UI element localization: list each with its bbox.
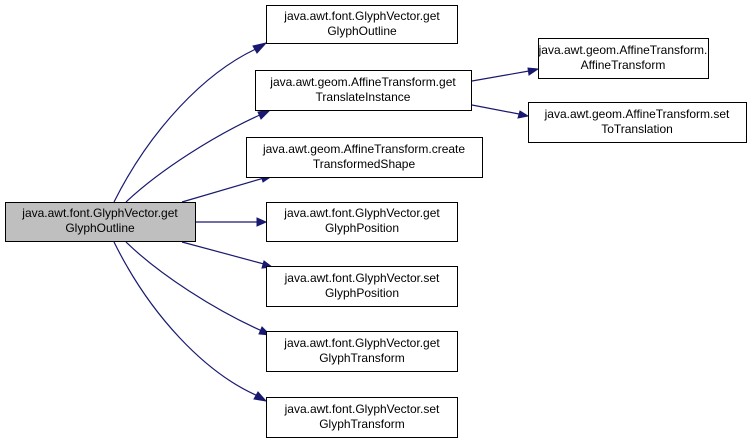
node-get-glyph-outline[interactable]: java.awt.font.GlyphVector.get GlyphOutli…: [266, 5, 458, 44]
node-label-line2: GlyphPosition: [325, 286, 399, 300]
node-label-line2: AffineTransform: [581, 58, 666, 72]
edge-root-to-get-glyph-outline: [113, 42, 268, 203]
node-label-line1: java.awt.font.GlyphVector.set: [284, 271, 440, 285]
node-get-translate-instance[interactable]: java.awt.geom.AffineTransform.get Transl…: [255, 70, 472, 111]
node-label-line1: java.awt.geom.AffineTransform.: [538, 43, 708, 57]
node-label-line1: java.awt.font.GlyphVector.get: [283, 9, 440, 23]
node-label-line2: TranslateInstance: [316, 90, 411, 104]
node-label-line1: java.awt.font.GlyphVector.get: [21, 206, 178, 220]
node-label-line2: GlyphOutline: [65, 221, 135, 235]
node-label-line2: TransformedShape: [313, 157, 416, 171]
edge-translate-instance-to-affine-transform: [471, 67, 540, 82]
node-label-line1: java.awt.geom.AffineTransform.create: [262, 142, 465, 156]
node-label-line1: java.awt.font.GlyphVector.get: [283, 336, 440, 350]
edge-root-to-get-glyph-transform: [125, 241, 272, 336]
node-root-get-glyph-outline[interactable]: java.awt.font.GlyphVector.get GlyphOutli…: [5, 202, 196, 242]
node-label-line1: java.awt.font.GlyphVector.get: [283, 206, 440, 220]
node-set-to-translation[interactable]: java.awt.geom.AffineTransform.set ToTran…: [528, 102, 747, 143]
edge-translate-instance-to-set-to-translation: [471, 104, 530, 119]
node-label-line1: java.awt.font.GlyphVector.set: [284, 402, 440, 416]
node-label-line2: GlyphPosition: [325, 221, 399, 235]
edge-root-to-get-glyph-position: [195, 217, 268, 227]
node-label-line2: GlyphTransform: [319, 351, 405, 365]
edge-root-to-set-glyph-transform: [113, 241, 268, 402]
node-label-line1: java.awt.geom.AffineTransform.get: [269, 75, 456, 89]
node-label-line1: java.awt.geom.AffineTransform.set: [544, 107, 730, 121]
node-label-line2: GlyphTransform: [319, 417, 405, 431]
node-label-line2: GlyphOutline: [327, 24, 397, 38]
node-label-line2: ToTranslation: [601, 122, 673, 136]
node-create-transformed-shape[interactable]: java.awt.geom.AffineTransform.create Tra…: [246, 137, 483, 178]
node-get-glyph-position[interactable]: java.awt.font.GlyphVector.get GlyphPosit…: [266, 202, 458, 242]
node-get-glyph-transform[interactable]: java.awt.font.GlyphVector.get GlyphTrans…: [266, 331, 458, 372]
node-set-glyph-position[interactable]: java.awt.font.GlyphVector.set GlyphPosit…: [266, 266, 458, 307]
edge-root-to-set-glyph-position: [181, 241, 274, 269]
edge-root-to-create-transformed-shape: [181, 174, 274, 203]
node-affine-transform[interactable]: java.awt.geom.AffineTransform. AffineTra…: [538, 38, 709, 79]
node-set-glyph-transform[interactable]: java.awt.font.GlyphVector.set GlyphTrans…: [266, 397, 458, 438]
